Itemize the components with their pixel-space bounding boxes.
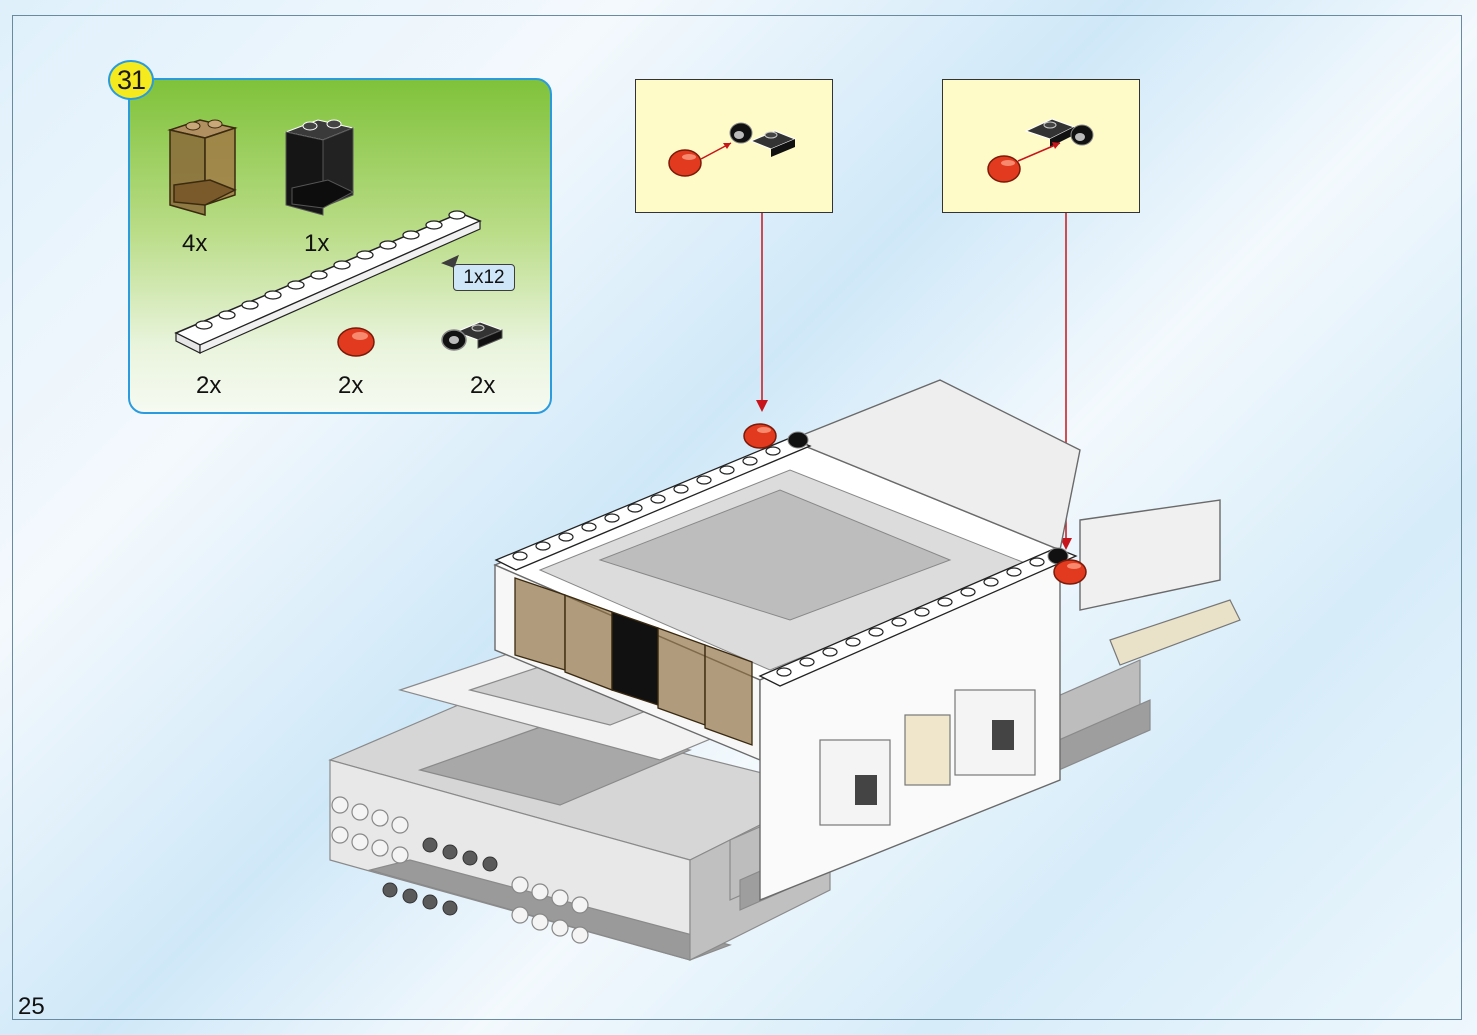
left-arrow-head bbox=[756, 400, 768, 412]
black-panel-part bbox=[284, 119, 355, 216]
qty-clip-plate: 2x bbox=[470, 372, 496, 399]
left-light-detail-graphic bbox=[668, 122, 797, 177]
qty-white-plate: 2x bbox=[196, 372, 222, 399]
right-arrow-head bbox=[1060, 538, 1072, 550]
page-frame bbox=[12, 15, 1462, 1020]
right-light-detail-callout bbox=[942, 79, 1140, 213]
trans-red-round-part bbox=[337, 327, 375, 357]
white-1x12-plate-part bbox=[174, 210, 482, 354]
qty-red-round: 2x bbox=[338, 372, 364, 399]
trans-brown-panel-part bbox=[167, 119, 238, 216]
right-light-detail-graphic bbox=[987, 118, 1094, 183]
page-number: 25 bbox=[18, 993, 45, 1020]
step-number-badge: 31 bbox=[108, 60, 154, 100]
plate-length-label: 1x12 bbox=[453, 264, 515, 291]
black-clip-plate-part bbox=[441, 321, 504, 351]
left-light-detail-callout bbox=[635, 79, 833, 213]
qty-trans-brown-panel: 4x bbox=[182, 230, 208, 257]
qty-black-panel: 1x bbox=[304, 230, 330, 257]
